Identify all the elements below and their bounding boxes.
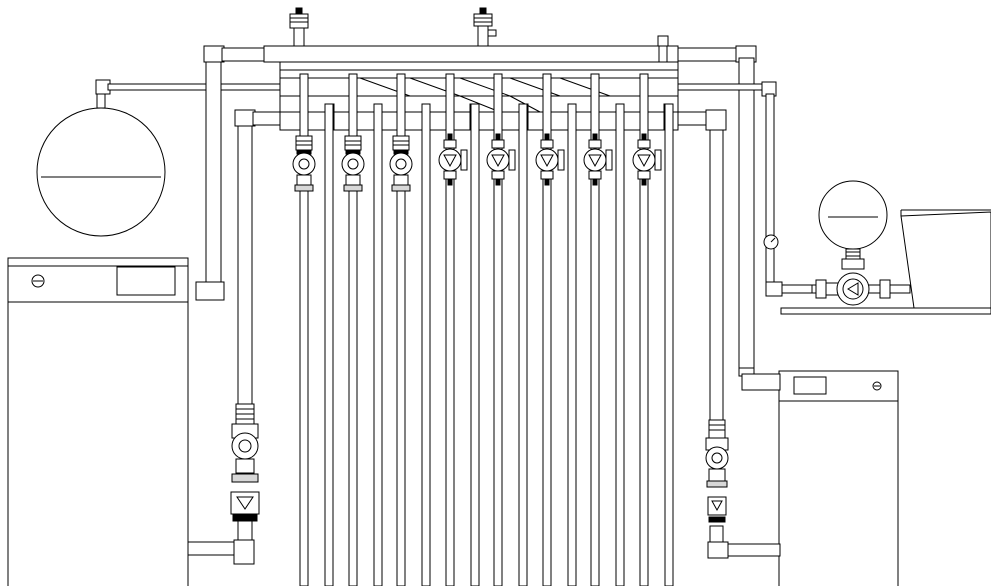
feed-tank: [780, 209, 991, 315]
supply-pipe: [445, 73, 455, 586]
boiler-pump-left: [230, 403, 260, 522]
expansion-tank-right: [818, 180, 888, 260]
return-pipe: [615, 103, 625, 586]
pressure-gauge: [763, 234, 779, 250]
check-valve-pump: [632, 133, 662, 186]
supply-pipe: [348, 73, 358, 586]
supply-pipe: [299, 73, 309, 586]
wet-rotor-pump: [292, 135, 316, 192]
supply-pipe: [590, 73, 600, 586]
circuit-4: [438, 73, 480, 586]
boiler-pump-right: [705, 419, 729, 523]
check-valve-pump: [535, 133, 565, 186]
boiler-right: [778, 370, 899, 586]
expansion-tank-left: [36, 79, 281, 237]
right-boiler-piping: [677, 45, 813, 559]
supply-pipe: [542, 73, 552, 586]
supply-pipe: [396, 73, 406, 586]
circuit-6: [535, 73, 577, 586]
circuit-1: [292, 73, 334, 586]
air-vent-2: [473, 7, 497, 47]
return-pipe: [664, 103, 674, 586]
manifold: [263, 35, 679, 131]
left-boiler-piping: [187, 45, 281, 565]
wet-rotor-pump: [389, 135, 413, 192]
return-pipe: [470, 103, 480, 586]
circuit-5: [486, 73, 528, 586]
return-pipe: [567, 103, 577, 586]
power-icon: [872, 381, 882, 391]
check-valve-pump: [486, 133, 516, 186]
circuit-3: [389, 73, 431, 586]
wet-rotor-pump: [341, 135, 365, 192]
makeup-pump: [811, 258, 911, 306]
return-pipe: [324, 103, 334, 586]
check-valve-pump: [583, 133, 613, 186]
circuit-7: [583, 73, 625, 586]
circuit-2: [341, 73, 383, 586]
supply-pipe: [639, 73, 649, 586]
return-pipe: [373, 103, 383, 586]
power-icon: [31, 274, 45, 288]
air-vent-1: [289, 7, 309, 47]
circuit-8: [632, 73, 674, 586]
return-pipe: [518, 103, 528, 586]
boiler-left: [7, 257, 189, 586]
heating-circuits: [292, 73, 674, 586]
check-valve-pump: [438, 133, 468, 186]
supply-pipe: [493, 73, 503, 586]
return-pipe: [421, 103, 431, 586]
